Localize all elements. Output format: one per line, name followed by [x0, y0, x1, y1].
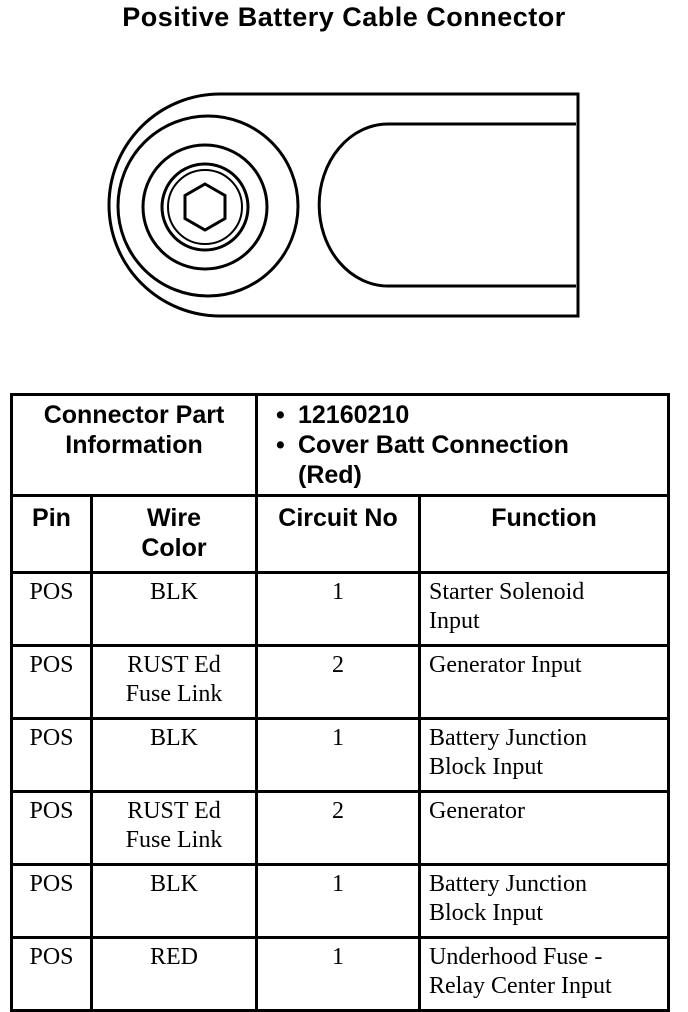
function-cell: Generator [417, 790, 671, 866]
col-header-pin: Pin [10, 494, 93, 574]
circuit-cell: 2 [255, 644, 421, 720]
terminal-middle-ring [141, 143, 269, 271]
pin-cell: POS [10, 571, 93, 647]
circuit-cell: 2 [255, 790, 421, 866]
circuit-cell: 1 [255, 717, 421, 793]
circuit-cell: 1 [255, 571, 421, 647]
part-info-values-cell: •12160210 •Cover Batt Connection (Red) [254, 393, 671, 497]
column-header-row: Pin Wire Color Circuit No Function [10, 494, 671, 574]
circuit-cell: 1 [255, 863, 421, 939]
wire-color-cell: RED [90, 936, 258, 1012]
terminal-outer-ring [116, 114, 300, 298]
circuit-cell: 1 [255, 936, 421, 1012]
function-cell: Generator Input [417, 644, 671, 720]
cable-opening [317, 122, 576, 288]
wire-color-cell: BLK [90, 717, 258, 793]
part-description: •Cover Batt Connection [276, 431, 569, 459]
connector-table: Connector Part Information •12160210 •Co… [10, 393, 671, 1012]
wire-color-cell: BLK [90, 863, 258, 939]
col-header-circuit-no: Circuit No [255, 494, 421, 574]
part-info-label-cell: Connector Part Information [10, 393, 258, 497]
pin-cell: POS [10, 644, 93, 720]
part-color: (Red) [298, 461, 362, 489]
part-info-row: Connector Part Information •12160210 •Co… [10, 393, 671, 497]
pin-cell: POS [10, 717, 93, 793]
col-header-wire-color: Wire Color [90, 494, 258, 574]
function-cell: Underhood Fuse -Relay Center Input [417, 936, 671, 1012]
pin-cell: POS [10, 936, 93, 1012]
pin-cell: POS [10, 790, 93, 866]
part-info-label-line1: Connector Part [43, 401, 225, 429]
stud-ring-outer [160, 162, 250, 252]
connector-diagram [107, 92, 580, 318]
part-number: •12160210 [276, 401, 410, 429]
col-header-function: Function [417, 494, 671, 574]
hex-nut-icon [183, 182, 227, 232]
lug-outline [107, 92, 580, 318]
wire-color-cell: BLK [90, 571, 258, 647]
page-title: Positive Battery Cable Connector [122, 2, 566, 32]
pin-cell: POS [10, 863, 93, 939]
stud-ring-inner [167, 169, 243, 245]
part-info-label-line2: Information [65, 431, 203, 459]
part-info-list: •12160210 •Cover Batt Connection (Red) [258, 396, 667, 490]
